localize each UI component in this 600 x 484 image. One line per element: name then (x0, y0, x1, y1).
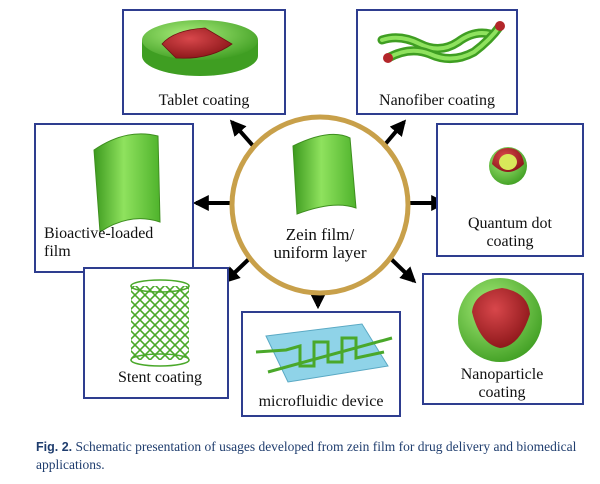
arrow-to-tablet (229, 119, 257, 150)
box-nanofiber-coating: Nanofiber coating (356, 9, 518, 115)
nanoparticle-label-line1: Nanoparticle (461, 366, 544, 383)
bioactive-label-line1: Bioactive-loaded (44, 225, 153, 242)
bioactive-label-line2: film (44, 243, 71, 260)
arrow-to-stent (223, 254, 254, 284)
center-label-line2: uniform layer (274, 243, 367, 262)
zein-usage-diagram: Zein film/ uniform layer Tablet coating … (34, 9, 584, 417)
nanoparticle-illustration (458, 278, 542, 362)
box-quantum-dot-coating: Quantum dot coating (436, 123, 584, 257)
bioactive-film-illustration (93, 133, 161, 233)
quantum-dot-illustration (489, 147, 527, 185)
caption-text: Schematic presentation of usages develop… (36, 439, 577, 472)
box-stent-coating: Stent coating (83, 267, 229, 399)
center-label-line1: Zein film/ (286, 225, 355, 244)
nanofiber-coating-label: Nanofiber coating (379, 92, 495, 109)
quantum-label-line2: coating (486, 233, 533, 250)
caption-label: Fig. 2. (36, 440, 73, 454)
stent-coating-label: Stent coating (118, 369, 202, 386)
microfluidic-illustration (255, 323, 393, 383)
quantum-label-line1: Quantum dot (468, 215, 553, 232)
nanofiber-illustration (377, 21, 505, 63)
tablet-illustration (142, 20, 258, 76)
box-bioactive-film: Bioactive-loaded film (34, 123, 194, 273)
nanoparticle-label-line2: coating (478, 384, 525, 401)
box-nanoparticle-coating: Nanoparticle coating (422, 273, 584, 405)
arrow-to-nanoparticle (386, 254, 417, 284)
tablet-coating-label: Tablet coating (159, 92, 250, 109)
zein-film-illustration (292, 133, 357, 215)
box-tablet-coating: Tablet coating (122, 9, 286, 115)
microfluidic-label: microfluidic device (259, 393, 384, 410)
stent-illustration (130, 279, 190, 367)
figure-caption: Fig. 2. Schematic presentation of usages… (36, 438, 591, 474)
box-microfluidic-device: microfluidic device (241, 311, 401, 417)
center-node: Zein film/ uniform layer (229, 114, 411, 296)
